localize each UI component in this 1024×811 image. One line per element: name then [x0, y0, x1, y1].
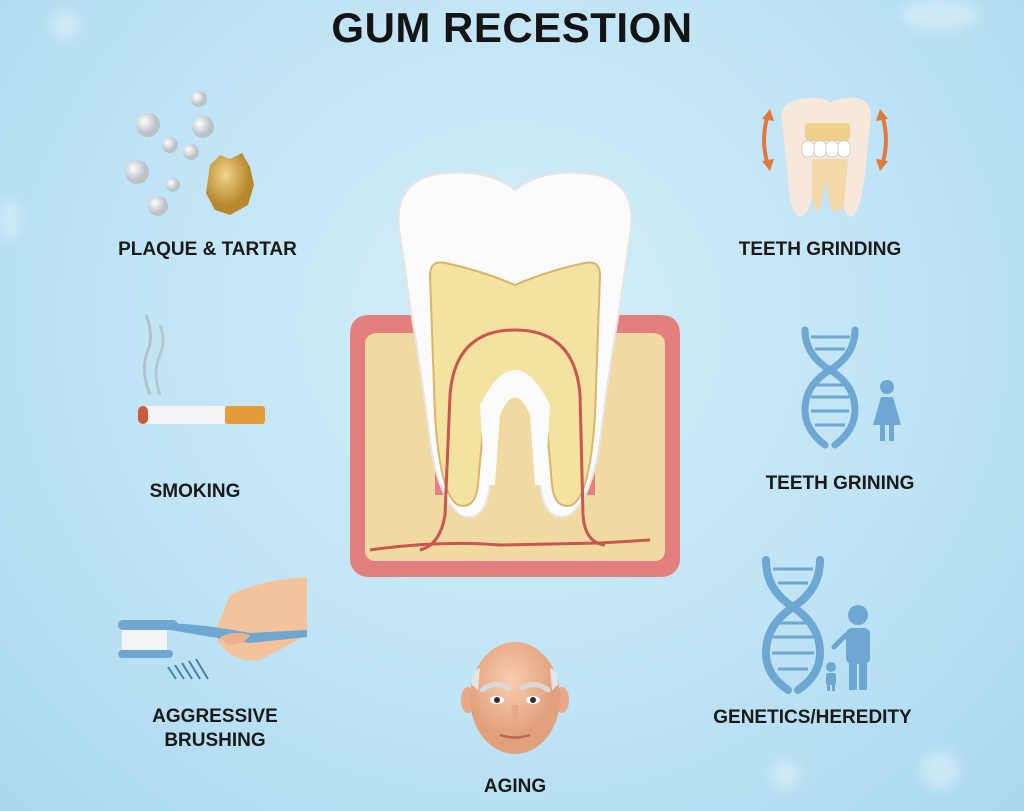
factor-label-plaque-tartar: PLAQUE & TARTAR [118, 239, 297, 260]
factor-label-smoking: SMOKING [149, 481, 241, 502]
background-bokeh [900, 0, 980, 30]
factor-label-aggressive-brushing: AGGRESSIVE BRUSHING [110, 705, 320, 753]
elderly-face-icon [460, 640, 570, 760]
background-bokeh [920, 750, 960, 790]
toothbrush-hand-icon [110, 575, 310, 690]
factor-label-line1: AGGRESSIVE [152, 706, 278, 727]
dna-family-icon [758, 555, 883, 695]
factor-label-aging: AGING [483, 776, 547, 797]
background-bokeh [770, 760, 800, 790]
page-title: GUM RECESTION [331, 4, 693, 51]
tooth-cross-section-diagram [340, 165, 690, 580]
factor-label-teeth-grinding: TEETH GRINDING [738, 239, 902, 260]
background-bokeh [0, 200, 20, 240]
background-bokeh [50, 10, 80, 40]
factor-label-genetics-heredity: GENETICS/HEREDITY [713, 707, 912, 728]
dna-child-icon [795, 325, 915, 450]
factor-label-teeth-grining: TEETH GRINING [765, 473, 915, 494]
factor-label-line2: BRUSHING [164, 729, 266, 751]
cigarette-icon [130, 310, 270, 430]
plaque-tartar-icon [120, 85, 260, 225]
grinding-tooth-icon [740, 95, 910, 225]
